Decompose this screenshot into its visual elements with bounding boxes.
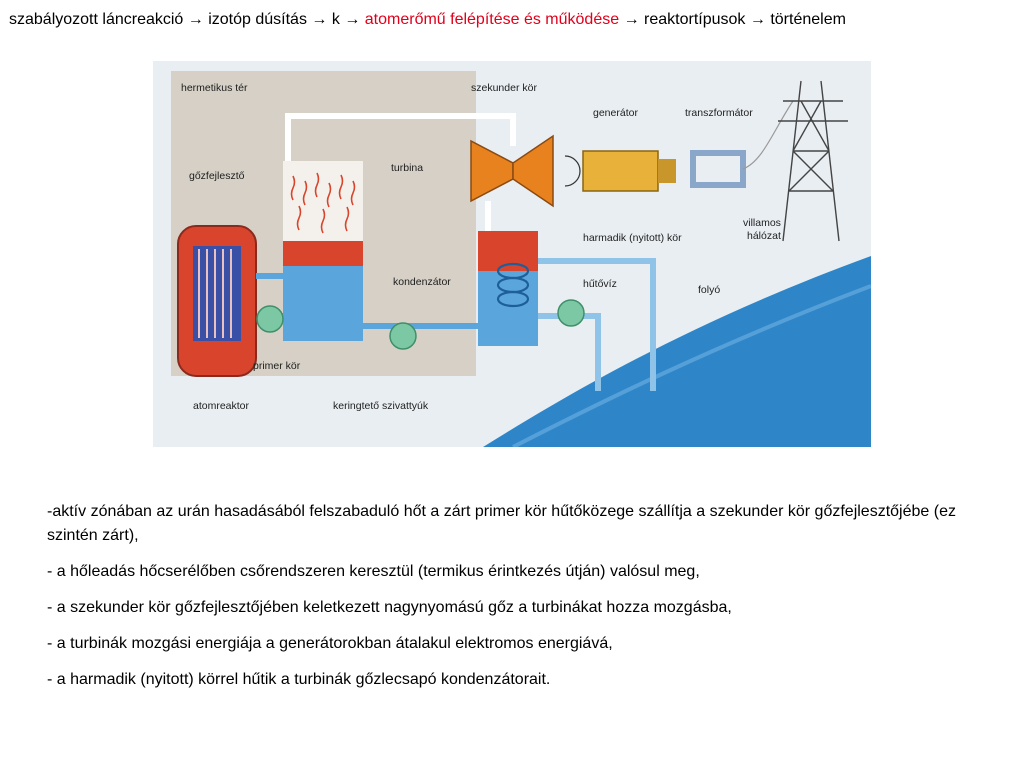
primary-pump: [256, 305, 284, 333]
river: [483, 256, 871, 447]
breadcrumb-item-izotop-dusitas[interactable]: izotóp dúsítás: [208, 11, 307, 28]
label-szekunder-kor: szekunder kör: [471, 82, 537, 94]
generator-end: [658, 159, 676, 183]
label-gozfejleszto: gőzfejlesztő: [189, 170, 245, 182]
label-atomreaktor: atomreaktor: [193, 400, 250, 412]
label-keringteto-szivattyuk: keringtető szivattyúk: [333, 400, 429, 412]
bullet-item: -aktív zónában az urán hasadásából felsz…: [47, 503, 956, 544]
label-primer-kor: primer kör: [253, 360, 301, 372]
steam-generator-hot: [283, 241, 363, 266]
label-halozat: hálózat: [747, 230, 781, 242]
label-hermetikus-ter: hermetikus tér: [181, 82, 248, 94]
label-kondenzator: kondenzátor: [393, 276, 451, 288]
bullet-list: -aktív zónában az urán hasadásából felsz…: [47, 500, 997, 704]
bullet-item: - a szekunder kör gőzfejlesztőjében kele…: [47, 599, 732, 616]
label-transzformator: transzformátor: [685, 107, 753, 119]
breadcrumb-separator: →: [623, 11, 645, 28]
fuel-rods: [198, 249, 232, 338]
bullet-item: - a harmadik (nyitott) körrel hűtik a tu…: [47, 671, 551, 688]
tertiary-pipe-out: [538, 258, 656, 391]
bullet-item: - a turbinák mozgási energiája a generát…: [47, 635, 613, 652]
bullet-item: - a hőleadás hőcserélőben csőrendszeren …: [47, 563, 700, 580]
breadcrumb-item-k[interactable]: k: [331, 11, 340, 28]
label-villamos: villamos: [743, 217, 781, 229]
breadcrumb-item-lancreakcio[interactable]: szabályozott láncreakció: [9, 11, 184, 28]
breadcrumb: szabályozott láncreakció → izotóp dúsítá…: [9, 9, 846, 31]
rotation-arrow: [564, 155, 581, 187]
breadcrumb-item-atomeromu-current: atomerőmű felépítése és működése: [364, 11, 620, 28]
label-generator: generátor: [593, 107, 638, 119]
secondary-pump: [389, 322, 417, 350]
reactor-core: [193, 246, 241, 341]
pylon-icon: [778, 80, 848, 242]
label-folyo: folyó: [698, 284, 720, 296]
label-turbina: turbina: [391, 162, 423, 174]
cooling-pump: [557, 299, 585, 327]
breadcrumb-item-tortenelem[interactable]: történelem: [770, 11, 846, 28]
breadcrumb-separator: →: [311, 11, 332, 28]
generator: [582, 150, 659, 192]
power-line: [742, 100, 794, 170]
label-hutoviz: hűtővíz: [583, 278, 617, 290]
steam-squiggles: [290, 172, 356, 234]
breadcrumb-separator: →: [749, 11, 771, 28]
breadcrumb-separator: →: [187, 11, 209, 28]
primary-loop-pipe: [256, 273, 356, 319]
label-harmadik-kor: harmadik (nyitott) kör: [583, 232, 682, 244]
power-plant-diagram: hermetikus tér szekunder kör generátor t…: [153, 61, 871, 447]
condenser-coil: [496, 262, 530, 308]
turbine-right: [512, 134, 554, 208]
river-highlight: [512, 284, 871, 447]
breadcrumb-separator: →: [344, 11, 365, 28]
breadcrumb-item-reaktortipusok[interactable]: reaktortípusok: [644, 11, 746, 28]
